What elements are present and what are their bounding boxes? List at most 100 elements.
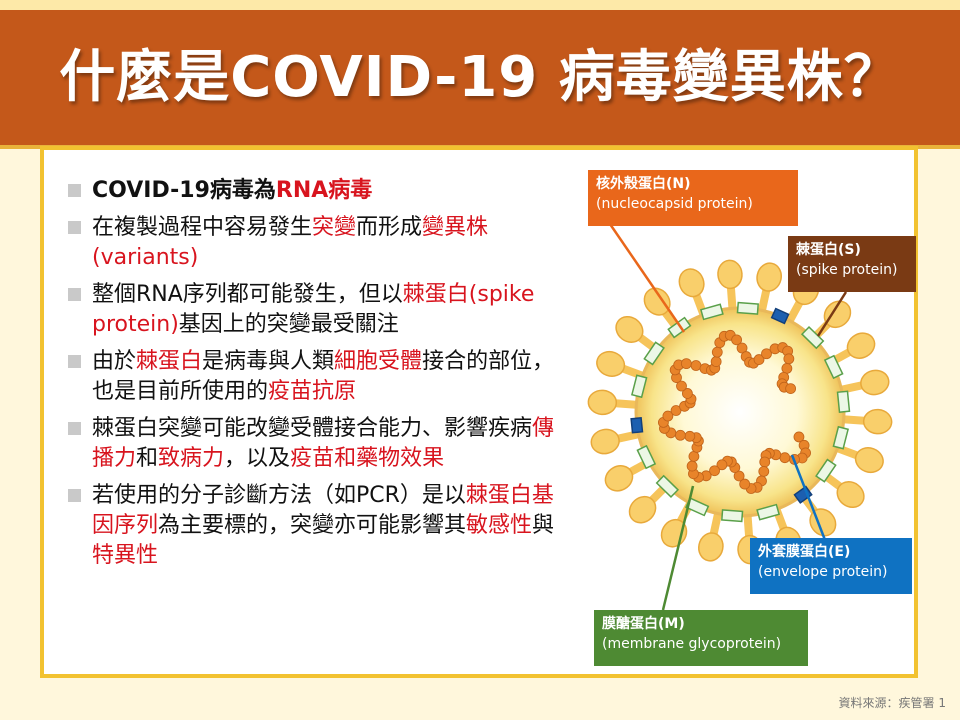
highlight-text: 傳播力 — [92, 416, 555, 471]
nucleocapsid-rna — [657, 329, 811, 494]
slide-title: 什麼是COVID-19 病毒變異株？ — [59, 45, 901, 110]
bullet-text: 和 — [136, 446, 159, 471]
label-s-title: 棘蛋白(S) — [796, 242, 861, 258]
top-strip — [0, 0, 960, 10]
bullet-text: COVID-19病毒為 — [92, 178, 276, 203]
bullet-item: 若使用的分子診斷方法（如PCR）是以棘蛋白基因序列為主要標的，突變亦可能影響其敏… — [66, 481, 566, 571]
membrane-proteins — [630, 301, 851, 523]
highlight-text: 棘蛋白 — [136, 349, 203, 374]
rna-bead — [733, 470, 745, 482]
envelope-protein — [630, 416, 644, 434]
rna-bead — [680, 358, 692, 370]
membrane-protein — [655, 474, 680, 499]
pointer-e — [790, 454, 827, 541]
rna-bead — [670, 405, 682, 416]
pointer-m — [661, 485, 695, 611]
membrane-protein — [832, 425, 849, 450]
rna-bead — [676, 380, 687, 392]
rna-bead — [709, 465, 720, 477]
rna-bead — [688, 451, 700, 462]
bullet-square-icon — [68, 355, 81, 368]
membrane-protein — [836, 390, 851, 413]
bullet-square-icon — [68, 288, 81, 301]
envelope-protein — [770, 307, 790, 325]
rna-bead — [662, 410, 674, 422]
highlight-text: RNA病毒 — [275, 178, 373, 203]
bullet-square-icon — [68, 221, 81, 234]
envelope-protein — [793, 485, 813, 504]
bullet-item: 在複製過程中容易發生突變而形成變異株(variants) — [66, 213, 566, 273]
rna-bead — [682, 388, 693, 399]
label-e-title: 外套膜蛋白(E) — [758, 544, 851, 560]
highlight-text: 疫苗抗原 — [268, 379, 357, 404]
bullet-text: 棘蛋白突變可能改變受體接合能力、影響疾病 — [92, 416, 533, 441]
rna-bead — [739, 478, 751, 490]
membrane-protein — [699, 303, 724, 321]
bullet-text: 由於 — [92, 349, 137, 374]
label-e-sub: (envelope protein) — [758, 564, 888, 580]
bullet-text: 與 — [532, 513, 555, 538]
rna-bead — [710, 356, 722, 367]
pointer-n — [608, 223, 686, 333]
rna-bead — [684, 430, 696, 442]
rna-bead — [736, 342, 748, 354]
label-envelope: 外套膜蛋白(E) (envelope protein) — [750, 538, 912, 594]
highlight-text: 棘蛋白(spike protein) — [92, 282, 535, 337]
rna-bead — [716, 459, 728, 471]
membrane-protein — [643, 341, 665, 366]
membrane-protein — [756, 503, 781, 521]
highlight-text: 敏感性 — [466, 513, 533, 538]
rna-bead — [793, 431, 805, 443]
bullet-text: 在複製過程中容易發生 — [92, 215, 313, 240]
rna-bead — [785, 383, 797, 395]
highlight-text: 疫苗和藥物效果 — [290, 446, 445, 471]
label-m-title: 膜醣蛋白(M) — [602, 616, 685, 632]
rna-bead — [779, 452, 791, 464]
rna-bead — [711, 346, 723, 358]
rna-bead — [731, 334, 743, 346]
rna-bead — [758, 466, 770, 477]
membrane-protein — [631, 374, 648, 399]
label-n-title: 核外殼蛋白(N) — [596, 176, 691, 192]
bullet-square-icon — [68, 489, 81, 502]
bullet-square-icon — [68, 422, 81, 435]
label-n-sub: (nucleocapsid protein) — [596, 196, 753, 212]
rna-bead — [686, 460, 698, 472]
bullet-text: 基因上的突變最受關注 — [178, 312, 399, 337]
spike-protein — [698, 504, 724, 562]
membrane-protein — [736, 301, 759, 315]
rna-bead — [690, 360, 702, 371]
membrane-protein — [823, 354, 844, 380]
bullet-item: 由於棘蛋白是病毒與人類細胞受體接合的部位，也是目前所使用的疫苗抗原 — [66, 347, 566, 407]
bullet-item: 棘蛋白突變可能改變受體接合能力、影響疾病傳播力和致病力，以及疫苗和藥物效果 — [66, 414, 566, 474]
bullet-item: COVID-19病毒為RNA病毒 — [66, 176, 566, 206]
bullet-text: 而形成 — [356, 215, 423, 240]
rna-bead — [781, 363, 793, 374]
bullet-text: 若使用的分子診斷方法（如PCR）是以 — [92, 483, 466, 508]
title-bar: 什麼是COVID-19 病毒變異株？ — [0, 10, 960, 145]
bullet-text: 整個RNA序列都可能發生，但以 — [92, 282, 403, 307]
bullet-list: COVID-19病毒為RNA病毒在複製過程中容易發生突變而形成變異株(varia… — [66, 176, 566, 578]
rna-bead — [761, 348, 772, 360]
label-s-sub: (spike protein) — [796, 262, 898, 278]
highlight-text: 特異性 — [92, 543, 159, 568]
bullet-text: ，以及 — [224, 446, 291, 471]
highlight-text: 變異株(variants) — [92, 215, 489, 270]
label-spike: 棘蛋白(S) (spike protein) — [788, 236, 916, 292]
highlight-text: 細胞受體 — [334, 349, 423, 374]
rna-bead — [753, 354, 765, 365]
membrane-protein — [636, 444, 657, 470]
bullet-text: 為主要標的，突變亦可能影響其 — [158, 513, 467, 538]
pointer-s — [816, 291, 848, 337]
highlight-text: 突變 — [312, 215, 357, 240]
highlight-text: 致病力 — [158, 446, 225, 471]
rna-bead — [759, 456, 771, 468]
membrane-protein — [721, 509, 744, 523]
label-membrane: 膜醣蛋白(M) (membrane glycoprotein) — [594, 610, 808, 666]
bullet-text: 接合的部位，也是目前所使用的 — [92, 349, 555, 404]
label-nucleocapsid: 核外殼蛋白(N) (nucleocapsid protein) — [588, 170, 798, 226]
bullet-text: 是病毒與人類 — [202, 349, 335, 374]
membrane-protein — [800, 325, 825, 350]
label-m-sub: (membrane glycoprotein) — [602, 636, 782, 652]
